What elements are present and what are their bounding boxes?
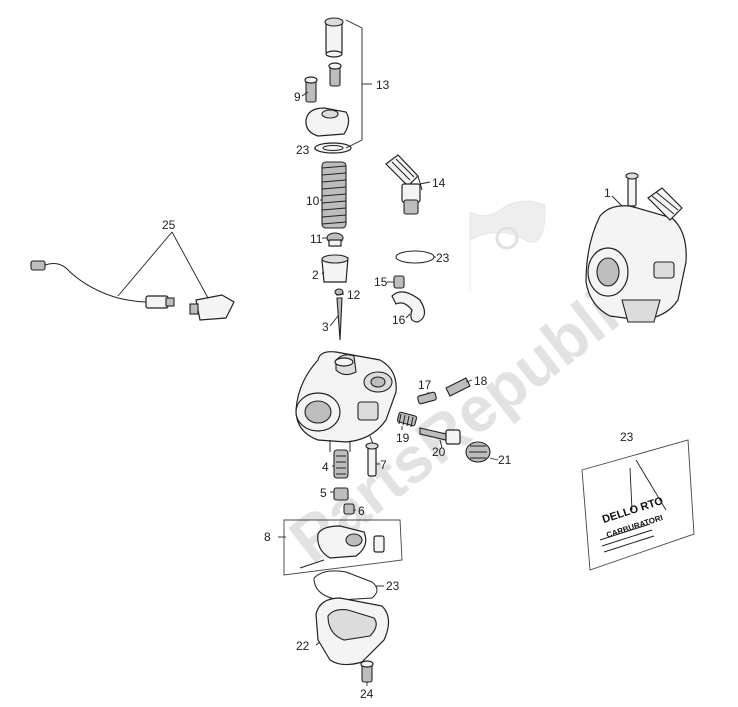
part-13-adjuster-screw	[328, 62, 342, 87]
part-20-idle-screw	[419, 427, 461, 445]
leader-25	[117, 231, 209, 299]
callout-10: 10	[306, 194, 320, 208]
callout-21: 21	[498, 453, 512, 467]
part-14-choke	[385, 154, 423, 215]
part-3-needle	[336, 297, 343, 341]
callout-23-top: 23	[296, 143, 310, 157]
part-24-screw	[360, 660, 374, 683]
part-2-slide	[321, 254, 349, 283]
part-5-nut	[333, 487, 349, 501]
callout-11: 11	[310, 232, 323, 246]
callout-8: 8	[264, 530, 271, 544]
callout-7: 7	[380, 458, 387, 472]
callout-15: 15	[374, 275, 388, 289]
callout-22: 22	[296, 639, 310, 653]
part-15-plug	[393, 275, 405, 289]
part-7-jet	[365, 442, 379, 477]
callout-12: 12	[347, 288, 361, 302]
callout-2: 2	[312, 268, 319, 282]
callout-17: 17	[418, 378, 432, 392]
callout-14: 14	[432, 176, 446, 190]
part-21-cap	[465, 441, 491, 463]
callout-3: 3	[322, 320, 329, 334]
callout-24: 24	[360, 687, 374, 701]
part-23-bowl-gasket	[313, 570, 378, 601]
bracket-13	[345, 19, 363, 149]
part-6-jet	[343, 503, 355, 515]
part-9-screw	[304, 76, 318, 103]
gear-flag-icon	[469, 200, 546, 290]
callout-6: 6	[358, 504, 365, 518]
callout-4: 4	[322, 460, 329, 474]
part-11-clip	[326, 232, 344, 247]
callout-19: 19	[396, 431, 410, 445]
callout-1: 1	[604, 186, 611, 200]
part-18-screw	[445, 377, 471, 397]
part-23-oring	[395, 250, 435, 264]
part-16-bracket	[391, 291, 426, 323]
part-22-float-bowl	[315, 597, 390, 666]
part-13-cap-tube	[324, 17, 344, 58]
part-25-cable	[30, 260, 235, 321]
part-17-screw	[417, 391, 437, 405]
part-23-gasket-kit-envelope: DELLO RTO CARBURATORI	[581, 439, 695, 571]
callout-18: 18	[474, 374, 488, 388]
part-10-spring	[321, 161, 347, 229]
part-1-carburettor-complete	[585, 172, 687, 323]
carburettor-body	[295, 351, 397, 453]
part-13-cover	[305, 107, 350, 137]
callout-13: 13	[376, 78, 390, 92]
callout-9: 9	[294, 90, 301, 104]
part-8-float-kit	[283, 519, 403, 576]
part-23-gasket-top	[314, 142, 352, 154]
callout-16: 16	[392, 313, 406, 327]
part-19-spring	[396, 411, 418, 428]
callout-23-kit: 23	[620, 430, 634, 444]
callout-23-oring: 23	[436, 251, 450, 265]
callout-25: 25	[162, 218, 176, 232]
callout-23-bowl: 23	[386, 579, 400, 593]
callout-20: 20	[432, 445, 446, 459]
part-4-filter	[333, 449, 349, 479]
callout-5: 5	[320, 486, 327, 500]
